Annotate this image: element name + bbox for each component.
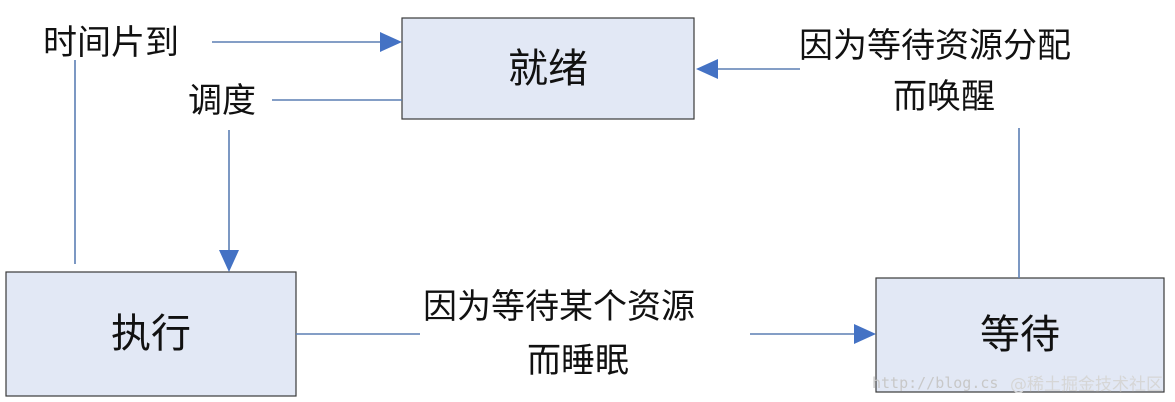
edge-wakeup: 因为等待资源分配 而唤醒 [696, 26, 1071, 278]
watermark-brand: @稀土掘金技术社区 [1010, 375, 1163, 395]
node-waiting-box [875, 277, 1165, 393]
watermark: http://blog.cs @稀土掘金技术社区 [872, 374, 1163, 395]
edge-wakeup-label-line2: 而唤醒 [893, 77, 995, 117]
node-running-label: 执行 [111, 311, 191, 357]
node-waiting-label: 等待 [980, 312, 1060, 358]
edge-schedule-arrowhead [219, 250, 239, 272]
edge-sleep-arrowhead [854, 324, 876, 344]
edge-timeslice-arrowhead [380, 32, 402, 52]
node-running-box [5, 271, 297, 397]
edge-schedule: 调度 [188, 81, 402, 272]
edge-sleep: 因为等待某个资源 而睡眠 [296, 287, 876, 381]
node-ready: 就绪 [401, 17, 695, 120]
watermark-url: http://blog.cs [872, 374, 998, 392]
edge-sleep-label-line1: 因为等待某个资源 [423, 287, 695, 327]
node-ready-label: 就绪 [508, 46, 588, 92]
node-running: 执行 [5, 271, 297, 397]
edge-wakeup-label-line1: 因为等待资源分配 [799, 26, 1071, 66]
edge-timeslice: 时间片到 [43, 23, 402, 264]
edge-timeslice-label: 时间片到 [43, 23, 179, 63]
node-ready-box [401, 17, 695, 120]
edge-wakeup-arrowhead [696, 59, 718, 79]
edge-sleep-label-line2: 而睡眠 [527, 341, 629, 381]
node-waiting: 等待 [875, 277, 1165, 393]
edge-schedule-label: 调度 [188, 81, 256, 121]
